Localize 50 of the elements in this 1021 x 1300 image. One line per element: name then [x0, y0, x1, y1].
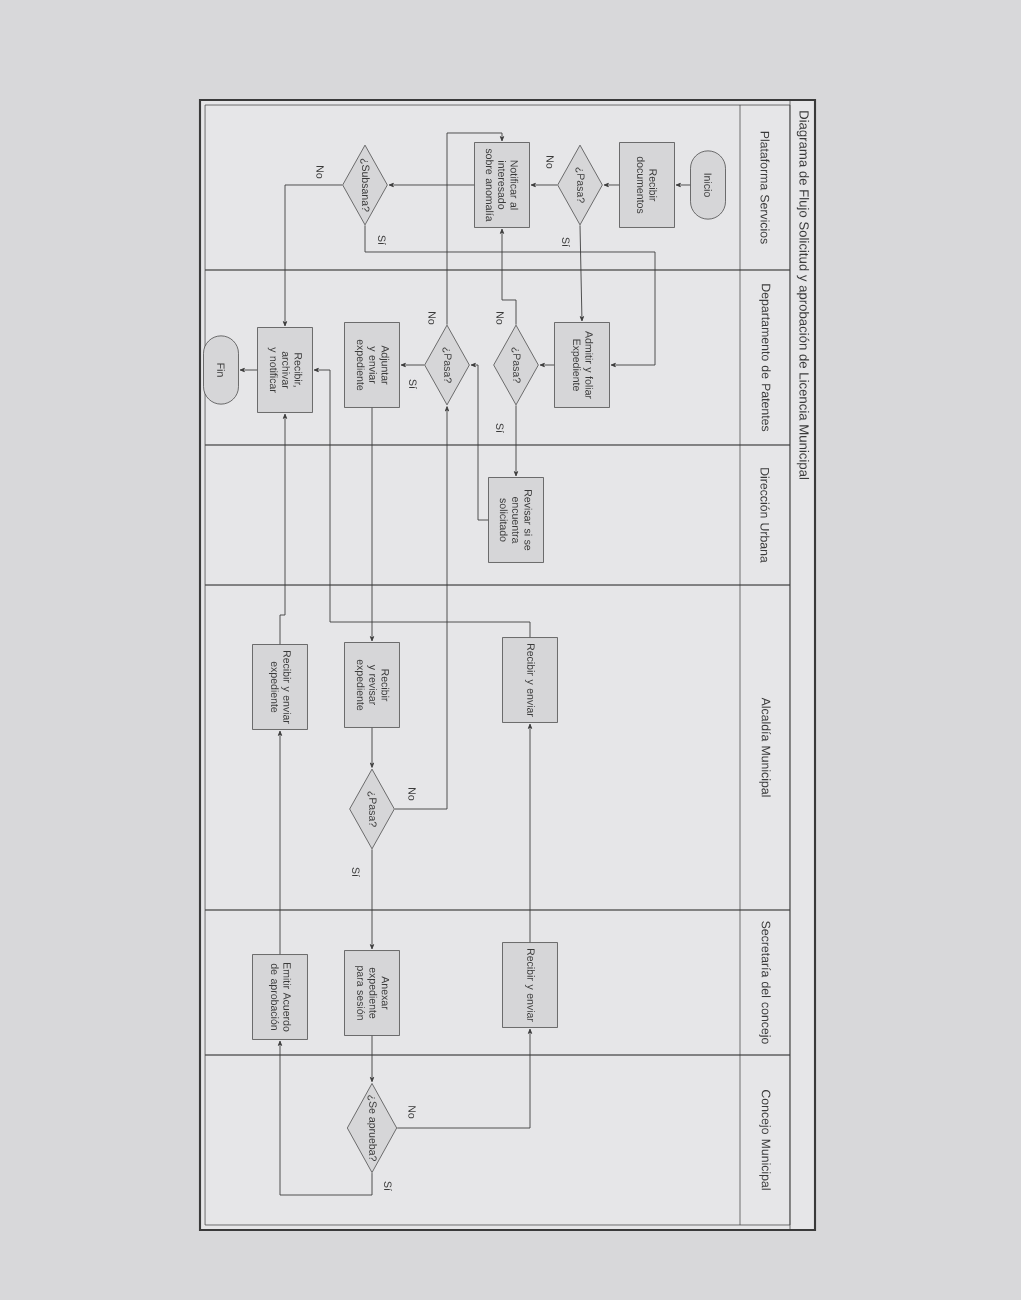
edge-label: Sí: [560, 235, 572, 249]
process-box: Adjuntar y enviar expediente: [344, 322, 400, 408]
arrow: [527, 723, 533, 943]
process-box: Anexar expediente para sesión: [344, 950, 400, 1036]
edge-label: No: [544, 153, 556, 171]
edge-label: No: [314, 163, 326, 181]
process-box: Recibir y enviar: [502, 637, 558, 723]
arrow: [369, 1035, 375, 1083]
edge-label: Sí: [382, 1179, 394, 1193]
arrow: [470, 362, 489, 521]
title: Diagrama de Flujo Solicitud y aprobación de Licencia Municipal: [796, 111, 810, 479]
arrow: [513, 404, 519, 477]
edge-label: Sí: [407, 377, 419, 391]
arrow: [499, 228, 517, 326]
edge-label: No: [406, 1103, 418, 1121]
arrow: [369, 848, 375, 950]
arrow: [279, 413, 288, 645]
process-box: Recibir y enviar expediente: [252, 644, 308, 730]
arrow: [530, 182, 558, 188]
arrow: [446, 132, 505, 326]
process-box: Admitir y foliar Expediente: [554, 322, 610, 408]
edge-label: No: [426, 309, 438, 327]
process-box: Revisar si se encuentra solicitado: [488, 477, 544, 563]
arrow: [603, 182, 620, 188]
arrow: [388, 182, 475, 188]
process-box: Recibir, archivar y notificar: [257, 327, 313, 413]
arrow: [277, 730, 283, 955]
arrow: [277, 1040, 373, 1196]
arrow: [282, 184, 343, 327]
arrow: [369, 727, 375, 768]
process-box: Notificar al interesado sobre anomalía: [474, 142, 530, 228]
arrow: [369, 407, 375, 642]
edge-label: Sí: [376, 233, 388, 247]
arrow: [396, 1028, 533, 1129]
arrow: [400, 362, 425, 368]
arrow: [394, 406, 450, 810]
arrow: [539, 362, 555, 368]
edge-label: Sí: [494, 421, 506, 435]
edge-label: Sí: [350, 865, 362, 879]
process-box: Recibir y enviar: [502, 942, 558, 1028]
arrow: [675, 182, 691, 188]
arrow: [579, 224, 584, 322]
process-box: Recibir documentos: [619, 142, 675, 228]
process-box: Emitir Acuerdo de aprobación: [252, 954, 308, 1040]
arrow: [364, 224, 656, 368]
arrow: [239, 367, 258, 373]
process-box: Recibir y revisar expediente: [344, 642, 400, 728]
edge-label: No: [494, 309, 506, 327]
arrow: [313, 367, 531, 638]
edge-label: No: [406, 785, 418, 803]
